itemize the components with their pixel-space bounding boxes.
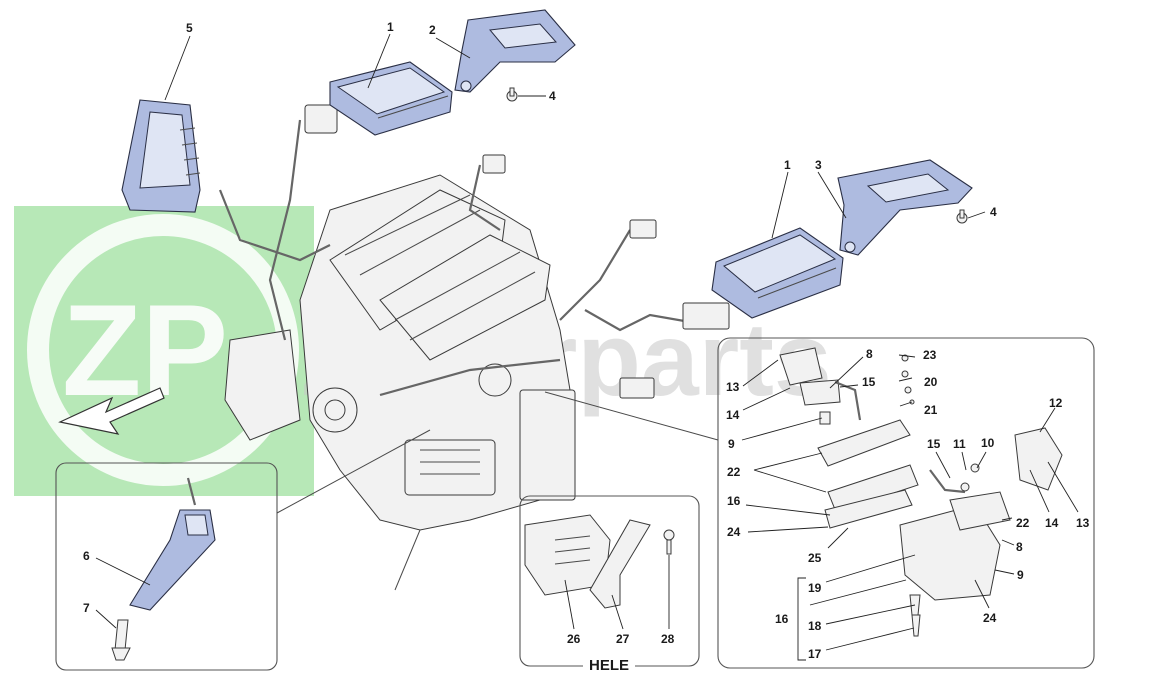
callout-3: 3 [815, 158, 822, 172]
callout-5: 5 [186, 21, 193, 35]
callout-9-top: 9 [728, 437, 735, 451]
part-4-screw-top [506, 87, 518, 102]
callout-18: 18 [808, 619, 822, 633]
callout-27: 27 [616, 632, 630, 646]
callout-19: 19 [808, 581, 822, 595]
callout-4-right: 4 [990, 205, 997, 219]
callouts: 5 1 2 4 1 3 4 6 7 8 23 13 15 20 14 21 12… [83, 20, 1090, 674]
callout-11: 11 [953, 437, 966, 451]
part-4-screw-right [956, 209, 968, 224]
callout-8-top: 8 [866, 347, 873, 361]
callout-15-top: 15 [862, 375, 876, 389]
part-1-ecu-right [711, 227, 844, 319]
inset-ignition-panel [55, 429, 431, 671]
callout-23: 23 [923, 348, 937, 362]
callout-2: 2 [429, 23, 436, 37]
part-3-bracket [837, 159, 973, 256]
callout-4-top: 4 [549, 89, 556, 103]
part-2-bracket [454, 9, 576, 93]
callout-20: 20 [924, 375, 938, 389]
callout-25: 25 [808, 551, 822, 565]
callout-24-bottom: 24 [983, 611, 997, 625]
callout-13-left: 13 [726, 380, 740, 394]
callout-6: 6 [83, 549, 90, 563]
leader-lines [95, 33, 1079, 651]
callout-21: 21 [924, 403, 938, 417]
direction-arrow [58, 387, 165, 435]
callout-1-top: 1 [387, 20, 394, 34]
callout-10: 10 [981, 436, 995, 450]
callout-14-right: 14 [1045, 516, 1059, 530]
callout-22-right: 22 [1016, 516, 1030, 530]
hele-label-bg [583, 656, 635, 672]
hele-label: HELE [589, 657, 629, 674]
callout-12: 12 [1049, 396, 1063, 410]
callout-13-right: 13 [1076, 516, 1090, 530]
part-1-ecu-top [329, 61, 453, 136]
callout-28: 28 [661, 632, 675, 646]
inset-hele-panel [519, 495, 700, 672]
callout-16-top: 16 [727, 494, 741, 508]
callout-8-right: 8 [1016, 540, 1023, 554]
callout-15-right: 15 [927, 437, 941, 451]
callout-1-right: 1 [784, 158, 791, 172]
callout-14-left: 14 [726, 408, 740, 422]
inset-fuel-panel [544, 337, 1095, 669]
callout-7: 7 [83, 601, 90, 615]
callout-22-left: 22 [727, 465, 741, 479]
engine-assembly [218, 104, 730, 591]
callout-26: 26 [567, 632, 581, 646]
callout-17: 17 [808, 647, 822, 661]
callout-9-right: 9 [1017, 568, 1024, 582]
callout-16-bracket: 16 [775, 612, 789, 626]
part-5-control-unit [121, 99, 201, 213]
callout-24-top: 24 [727, 525, 741, 539]
